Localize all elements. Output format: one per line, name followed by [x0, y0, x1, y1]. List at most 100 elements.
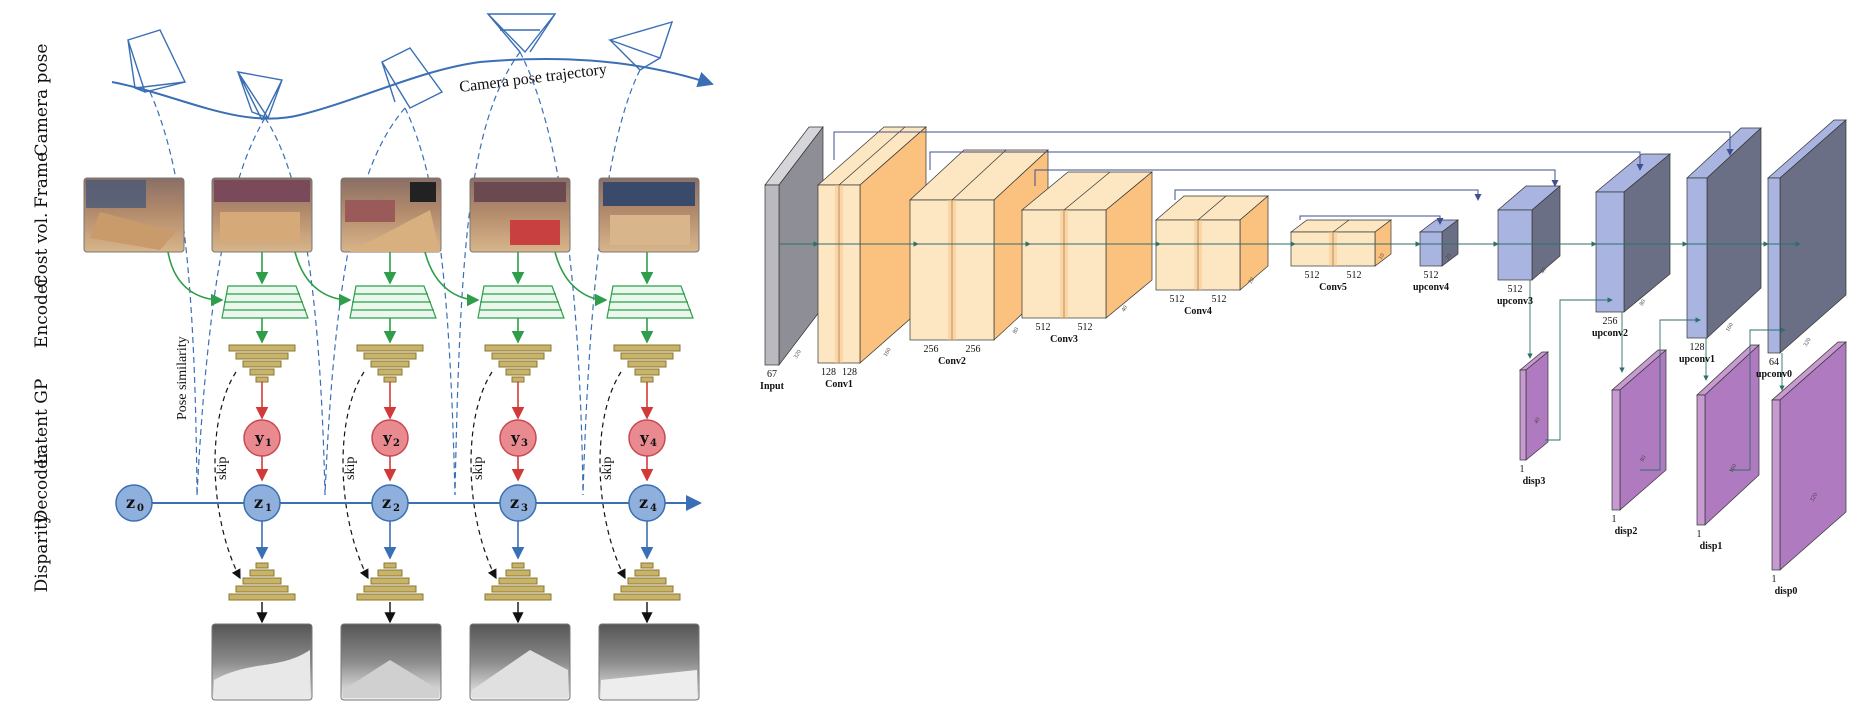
y-nodes: y 1 y 2 y 3 y 4 — [243, 382, 666, 482]
encoder-icon-2 — [356, 344, 424, 383]
camera-icon-5 — [607, 20, 674, 71]
network-connections — [780, 131, 1801, 471]
block-label-conv5: Conv5 — [1319, 282, 1347, 293]
channel-label: 128 — [842, 367, 857, 378]
channel-label: 256 — [966, 344, 981, 355]
skip-connection-1 — [833, 131, 1734, 160]
network-blocks — [764, 119, 1847, 571]
block-label-upconv1: upconv1 — [1679, 354, 1715, 365]
size-label: 320 — [793, 349, 803, 360]
channel-label: 512 — [1036, 322, 1051, 333]
size-label: 10 — [1378, 253, 1386, 261]
block-conv5 — [1289, 219, 1393, 267]
y-label-2: y — [382, 429, 393, 447]
encoder-icon-1 — [228, 344, 296, 383]
skip-connection-5 — [1299, 215, 1444, 225]
skip-label-2: skip — [343, 457, 358, 480]
camera-icon-4 — [486, 13, 557, 54]
cost-volume-icon-2 — [349, 285, 437, 319]
channel-label: 1 — [1612, 514, 1617, 525]
z-sub-0: 0 — [137, 503, 144, 514]
channel-label: 512 — [1347, 270, 1362, 281]
y-sub-1: 1 — [265, 438, 272, 449]
decoder-icon-1 — [228, 562, 296, 601]
cost-volume-row — [167, 251, 694, 344]
skip-label-4: skip — [600, 457, 615, 480]
block-label-disp2: disp2 — [1615, 526, 1638, 537]
channel-label: 67 — [767, 369, 777, 380]
pose-similarity-label: Pose similarity — [175, 336, 190, 420]
row-label-decoder: Decoder — [32, 450, 52, 523]
decoder-icon-4 — [613, 562, 681, 601]
size-label: 80 — [1640, 455, 1648, 463]
channel-label: 512 — [1170, 294, 1185, 305]
size-label: 80 — [1639, 299, 1647, 307]
frame-image-1 — [83, 177, 185, 253]
encoder-icon-3 — [484, 344, 552, 383]
encoder-icon-4 — [613, 344, 681, 383]
size-label: 20 — [1248, 277, 1256, 285]
channel-label: 512 — [1078, 322, 1093, 333]
channel-label: 256 — [1603, 316, 1618, 327]
decoder-row — [228, 562, 681, 601]
z-label-2: z — [382, 493, 391, 512]
skip-connection-2 — [929, 151, 1644, 171]
frame-image-2 — [211, 177, 313, 253]
cost-volume-icon-4 — [606, 285, 694, 319]
block-label-input: Input — [760, 381, 785, 392]
y-sub-4: 4 — [650, 438, 657, 449]
block-label-disp0: disp0 — [1775, 586, 1798, 597]
block-conv1 — [817, 126, 927, 364]
channel-label: 512 — [1508, 284, 1523, 295]
disparity-image-1 — [211, 623, 313, 701]
frame-images — [83, 177, 700, 253]
skip-label-1: skip — [215, 457, 230, 480]
row-label-camera-pose: Camera pose — [32, 44, 52, 157]
block-disp1 — [1696, 344, 1760, 526]
camera-icon-1 — [127, 29, 187, 93]
block-upconv0 — [1767, 119, 1847, 354]
row-label-frame: Frame — [32, 152, 52, 208]
block-label-upconv2: upconv2 — [1592, 328, 1628, 339]
y-label-1: y — [254, 429, 265, 447]
channel-label: 128 — [821, 367, 836, 378]
size-label: 160 — [1729, 463, 1739, 474]
block-upconv1 — [1686, 127, 1762, 339]
y-label-3: y — [510, 429, 521, 447]
size-label: 160 — [883, 347, 893, 358]
frame-image-4 — [469, 177, 571, 253]
block-conv4 — [1155, 195, 1269, 291]
skip-links — [214, 371, 626, 580]
block-upconv4 — [1418, 219, 1460, 267]
decoder-icon-3 — [484, 562, 552, 601]
disparity-image-3 — [469, 623, 571, 701]
block-label-conv1: Conv1 — [825, 379, 853, 390]
channel-label: 512 — [1305, 270, 1320, 281]
block-label-conv3: Conv3 — [1050, 334, 1078, 345]
block-label-conv4: Conv4 — [1184, 306, 1212, 317]
block-label-upconv4: upconv4 — [1413, 282, 1449, 293]
block-conv3 — [1021, 171, 1153, 319]
disparity-image-2 — [340, 623, 442, 701]
row-label-latent-gp: Latent GP — [32, 379, 52, 466]
camera-icon-3 — [381, 47, 444, 109]
block-upconv2 — [1595, 153, 1671, 313]
latent-gp-chain: z 0 z 1 z 2 z 3 z 4 — [115, 484, 702, 560]
row-label-disparity: Disparity — [32, 513, 52, 592]
skip-label-3: skip — [471, 457, 486, 480]
size-label: 40 — [1540, 267, 1548, 275]
z-sub-1: 1 — [265, 503, 272, 514]
skip-connection-3 — [1034, 169, 1559, 187]
camera-trajectory-curve — [111, 58, 714, 120]
cost-volume-icon-3 — [477, 285, 565, 319]
disparity-image-4 — [598, 623, 700, 701]
latent-gp-diagram: Camera pose Frame Cost vol. Encoder Late… — [32, 13, 714, 701]
channel-label: 1 — [1520, 464, 1525, 475]
y-sub-2: 2 — [393, 438, 400, 449]
z-label-4: z — [639, 493, 648, 512]
camera-frustums — [127, 13, 674, 121]
size-label: 20 — [1445, 253, 1453, 261]
